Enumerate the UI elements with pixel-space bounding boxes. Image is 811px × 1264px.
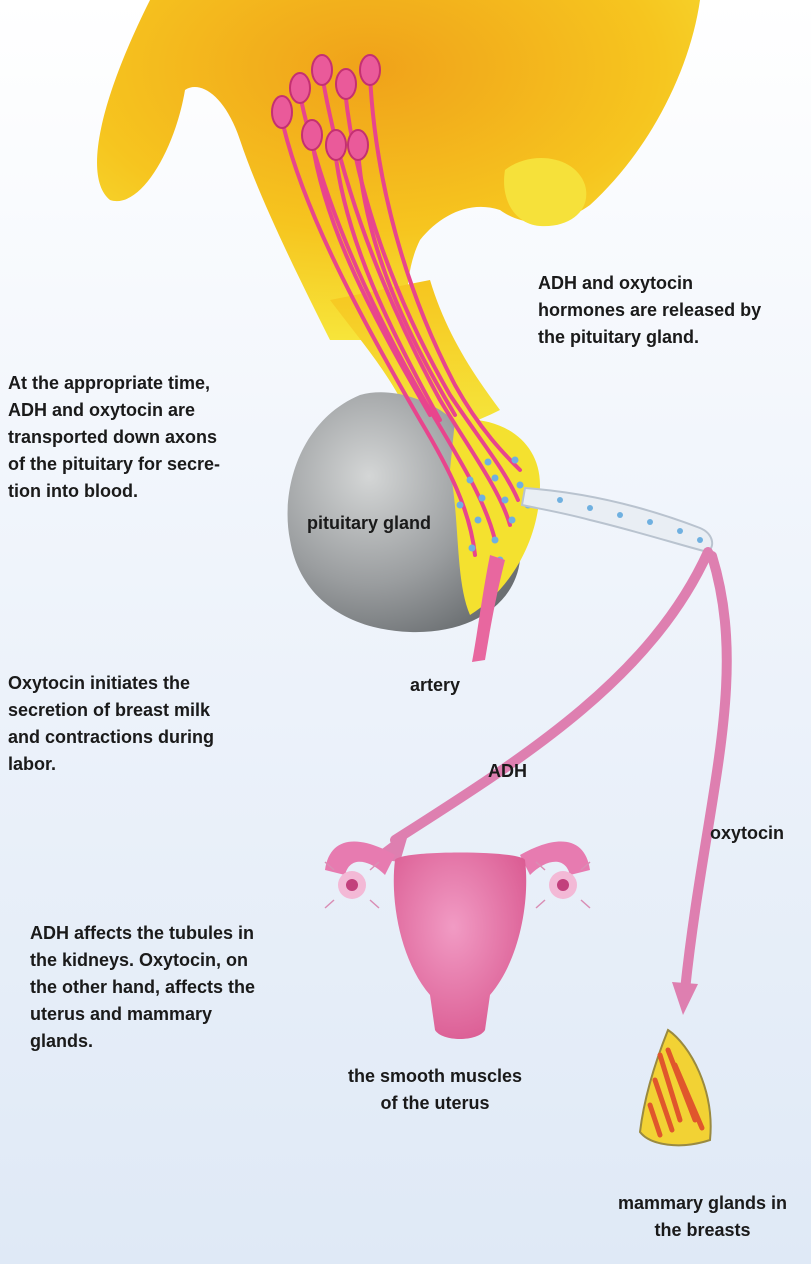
mammary-gland	[640, 1030, 711, 1145]
oxytocin-arrowhead	[672, 982, 698, 1015]
mammary-label: mammary glands in the breasts	[595, 1190, 810, 1244]
artery-label: artery	[410, 672, 460, 699]
uterus-label: the smooth muscles of the uterus	[320, 1063, 550, 1117]
vein	[522, 488, 712, 552]
oxytocin-label: oxytocin	[710, 820, 784, 847]
oxytocin-arrow	[685, 556, 727, 990]
released-label: ADH and oxytocin hormones are released b…	[538, 270, 761, 351]
pituitary-gland-label: pituitary gland	[307, 510, 431, 537]
oxytocin-effect-label: Oxytocin initiates the secretion of brea…	[8, 670, 214, 778]
adh-effect-label: ADH affects the tubules in the kidneys. …	[30, 920, 255, 1055]
uterus	[325, 841, 590, 1039]
adh-label: ADH	[488, 758, 527, 785]
transport-label: At the appropriate time, ADH and oxytoci…	[8, 370, 220, 505]
